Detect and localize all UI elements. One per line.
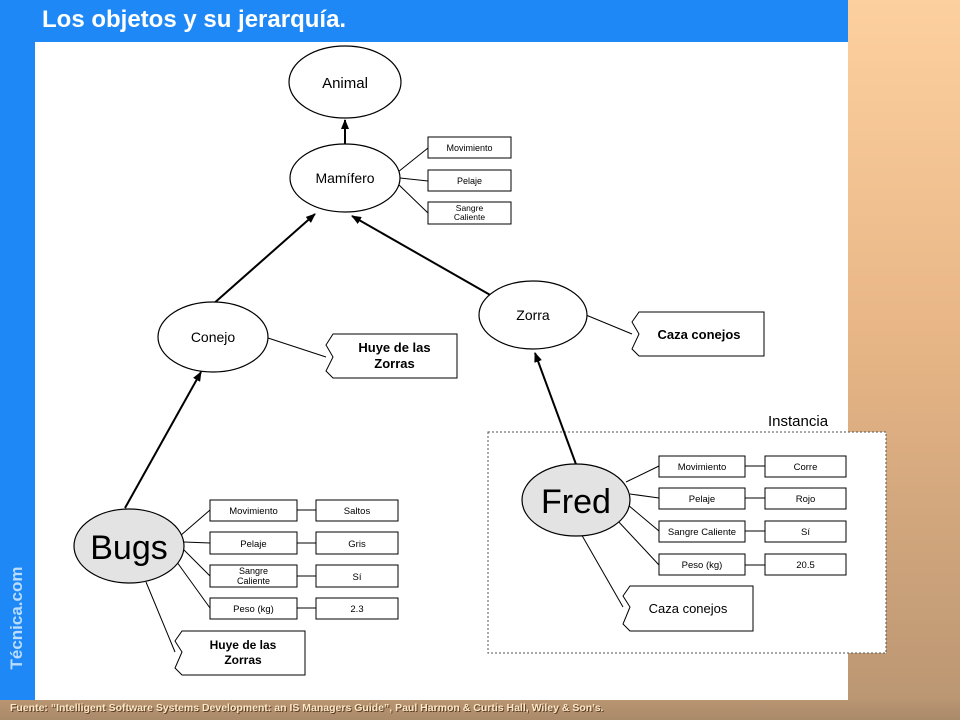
bugs-attributes: Movimiento Saltos Pelaje Gris Sangre Cal… bbox=[209, 499, 399, 620]
mamifero-attr-label: Pelaje bbox=[457, 176, 482, 186]
fred-attr-value: Sí bbox=[801, 527, 810, 538]
bugs-attr-value: Saltos bbox=[344, 506, 371, 517]
node-zorra: Zorra bbox=[478, 280, 588, 350]
fred-attr-value: Rojo bbox=[796, 494, 816, 505]
node-label-mamifero: Mamífero bbox=[315, 170, 374, 186]
bugs-attr-name: Pelaje bbox=[240, 539, 266, 550]
arrow-bugs-conejo bbox=[124, 371, 202, 509]
node-label-conejo: Conejo bbox=[191, 329, 236, 345]
node-animal: Animal bbox=[288, 45, 402, 119]
bugs-attr-name: Sangre Caliente bbox=[236, 566, 271, 586]
title-bar: Los objetos y su jerarquía. bbox=[0, 0, 848, 42]
mamifero-attr-label: Sangre Caliente bbox=[453, 203, 486, 222]
instance-label: Instancia bbox=[768, 413, 829, 430]
bugs-behavior-text: Huye de las Zorras bbox=[209, 638, 277, 667]
node-label-bugs: Bugs bbox=[90, 529, 168, 567]
footer-bar: Fuente: “Intelligent Software Systems De… bbox=[0, 700, 960, 720]
page-title: Los objetos y su jerarquía. bbox=[42, 6, 347, 33]
bugs-attr-value: Gris bbox=[348, 539, 366, 550]
fred-attr-name: Peso (kg) bbox=[682, 560, 723, 571]
bugs-attr-name: Movimiento bbox=[229, 506, 278, 517]
arrow-fred-zorra bbox=[534, 352, 578, 468]
source-citation: Fuente: “Intelligent Software Systems De… bbox=[10, 702, 604, 714]
fred-behavior-note: Caza conejos bbox=[622, 585, 754, 632]
fred-attr-value: Corre bbox=[794, 462, 818, 473]
node-label-fred: Fred bbox=[541, 483, 611, 521]
fred-attr-name: Pelaje bbox=[689, 494, 715, 505]
fred-attributes: Movimiento Corre Pelaje Rojo Sangre Cali… bbox=[658, 455, 847, 576]
bugs-attr-value: Sí bbox=[353, 572, 362, 583]
bugs-attr-name: Peso (kg) bbox=[233, 604, 274, 615]
fred-attr-value: 20.5 bbox=[796, 560, 815, 571]
mamifero-attr-label: Movimiento bbox=[446, 143, 492, 153]
node-label-zorra: Zorra bbox=[516, 307, 550, 323]
zorra-behavior-text: Caza conejos bbox=[657, 327, 740, 342]
left-accent-strip bbox=[0, 0, 35, 720]
inheritance-arrows bbox=[124, 119, 578, 509]
node-conejo: Conejo bbox=[157, 301, 269, 373]
node-fred: Fred bbox=[521, 463, 631, 537]
conejo-behavior-text: Huye de las Zorras bbox=[358, 340, 431, 371]
conejo-behavior-note: Huye de las Zorras bbox=[325, 333, 458, 379]
arrow-zorra-mamifero bbox=[351, 215, 493, 297]
connector-lines bbox=[145, 147, 765, 653]
bugs-behavior-note: Huye de las Zorras bbox=[174, 630, 306, 676]
bugs-attr-value: 2.3 bbox=[350, 604, 363, 615]
fred-attr-name: Movimiento bbox=[678, 462, 727, 473]
fred-behavior-text: Caza conejos bbox=[649, 601, 728, 616]
arrow-conejo-mamifero bbox=[211, 213, 316, 306]
node-bugs: Bugs bbox=[73, 508, 185, 584]
fred-attr-name: Sangre Caliente bbox=[668, 527, 736, 538]
zorra-behavior-note: Caza conejos bbox=[631, 311, 765, 357]
node-label-animal: Animal bbox=[322, 75, 368, 92]
mamifero-attributes: Movimiento Pelaje Sangre Caliente bbox=[427, 136, 512, 225]
node-mamifero: Mamífero bbox=[289, 143, 401, 213]
